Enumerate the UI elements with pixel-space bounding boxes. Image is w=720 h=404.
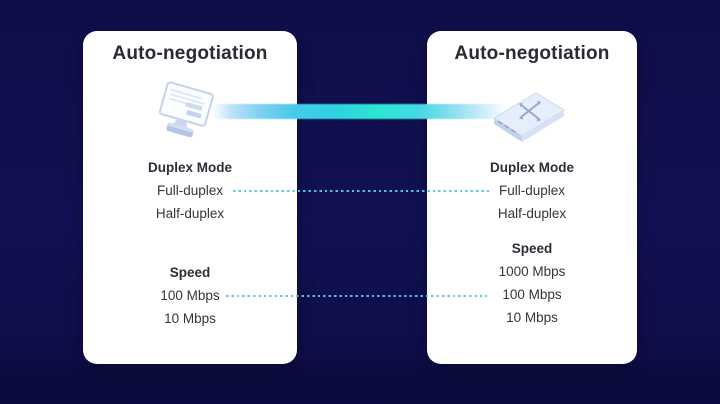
speed-option-100: 100 Mbps — [160, 288, 220, 303]
duplex-option-half: Half-duplex — [497, 206, 567, 221]
matched-duplex-dotted-line — [233, 190, 490, 192]
duplex-option-half: Half-duplex — [155, 206, 225, 221]
speed-option-1000: 1000 Mbps — [498, 264, 566, 279]
duplex-mode-section: Duplex Mode Full-duplex Half-duplex — [427, 157, 637, 225]
duplex-mode-section: Duplex Mode Full-duplex Half-duplex — [83, 157, 297, 225]
duplex-mode-heading: Duplex Mode — [147, 160, 232, 175]
duplex-option-full: Full-duplex — [498, 183, 566, 198]
duplex-mode-heading: Duplex Mode — [489, 160, 574, 175]
card-title: Auto-negotiation — [112, 43, 268, 64]
speed-heading: Speed — [511, 241, 553, 256]
speed-section: Speed 100 Mbps 10 Mbps — [83, 262, 297, 330]
link-band-gradient — [213, 104, 507, 119]
speed-option-100: 100 Mbps — [502, 287, 562, 302]
speed-option-10: 10 Mbps — [164, 311, 216, 326]
card-title: Auto-negotiation — [454, 43, 610, 64]
speed-option-10: 10 Mbps — [506, 310, 558, 325]
duplex-option-full: Full-duplex — [156, 183, 224, 198]
desktop-monitor-icon — [153, 81, 221, 147]
computer-card: Auto-negotiation Duplex Mode Full-duplex… — [83, 31, 297, 364]
speed-heading: Speed — [169, 265, 211, 280]
speed-section: Speed 1000 Mbps 100 Mbps 10 Mbps — [427, 238, 637, 329]
matched-speed-dotted-line — [226, 295, 487, 297]
network-switch-icon — [489, 89, 569, 143]
switch-card: Auto-negotiation Duplex Mode Full-duplex… — [427, 31, 637, 364]
